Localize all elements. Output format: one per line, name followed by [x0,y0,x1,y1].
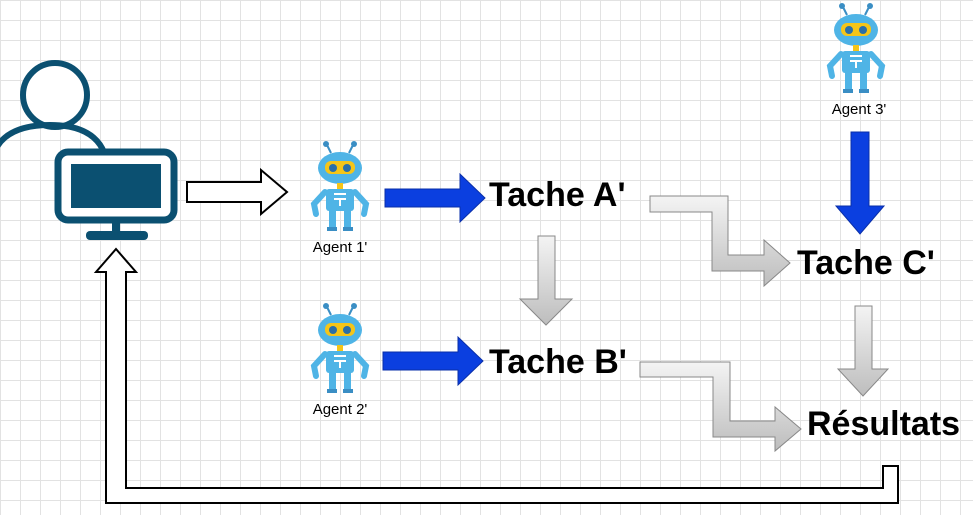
agent-3-to-task-c-arrow [834,131,886,235]
agent-2-robot-icon [314,303,366,393]
task-a-to-task-c-arrow [649,195,791,288]
agent-1-to-task-a-arrow [384,172,486,224]
user-computer-icon [0,60,178,240]
task-c-to-results-arrow [836,305,890,397]
agent-1-robot-icon [314,141,366,231]
agent-2-to-task-b-arrow [382,335,484,387]
agent-3-label: Agent 3' [832,101,887,118]
task-c-label: Tache C' [797,244,935,282]
task-b-label: Tache B' [489,343,627,381]
user-to-agent-arrow [186,167,289,217]
agent-1-label: Agent 1' [313,239,368,256]
task-a-label: Tache A' [489,176,626,214]
agent-2-label: Agent 2' [313,401,368,418]
task-a-to-task-b-arrow [518,235,574,326]
results-label: Résultats [807,405,960,443]
feedback-arrow [93,247,899,504]
task-b-to-results-arrow [639,361,802,453]
agent-3-robot-icon [830,3,882,93]
